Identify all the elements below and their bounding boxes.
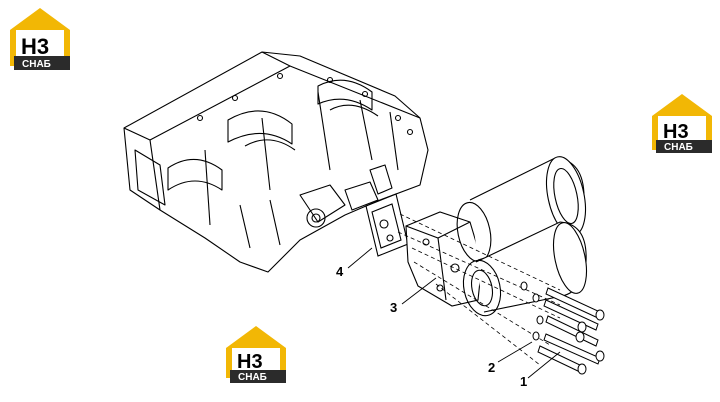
logo-caption: СНАБ [664,142,693,153]
logo-mark: H3 [663,121,689,143]
callout-label-4: 4 [336,264,344,279]
bolt [537,345,587,375]
logo-mark: H3 [237,351,263,373]
washer [536,315,544,325]
gasket-part [365,193,409,257]
watermark-logo-bottom: H3 СНАБ [226,326,286,383]
bolt [543,299,599,333]
callout-label-1: 1 [520,374,527,389]
watermark-logo-right: H3 СНАБ [652,94,712,153]
watermark-logo-top-left: H3 СНАБ [10,8,70,70]
washer [532,331,540,341]
callout-label-2: 2 [488,360,495,375]
bolt [545,287,605,321]
bolt [543,333,605,365]
washer [520,281,528,291]
engine-block [123,51,429,273]
washer [532,293,540,303]
logo-mark: H3 [21,34,49,59]
logo-caption: СНАБ [238,372,267,383]
callout-label-3: 3 [390,300,397,315]
bolt-parts [537,287,605,375]
assembly-lines [397,213,561,366]
bolt [545,315,599,347]
leader-lines [347,247,561,379]
washer-parts [520,281,544,341]
logo-caption: СНАБ [22,59,51,70]
